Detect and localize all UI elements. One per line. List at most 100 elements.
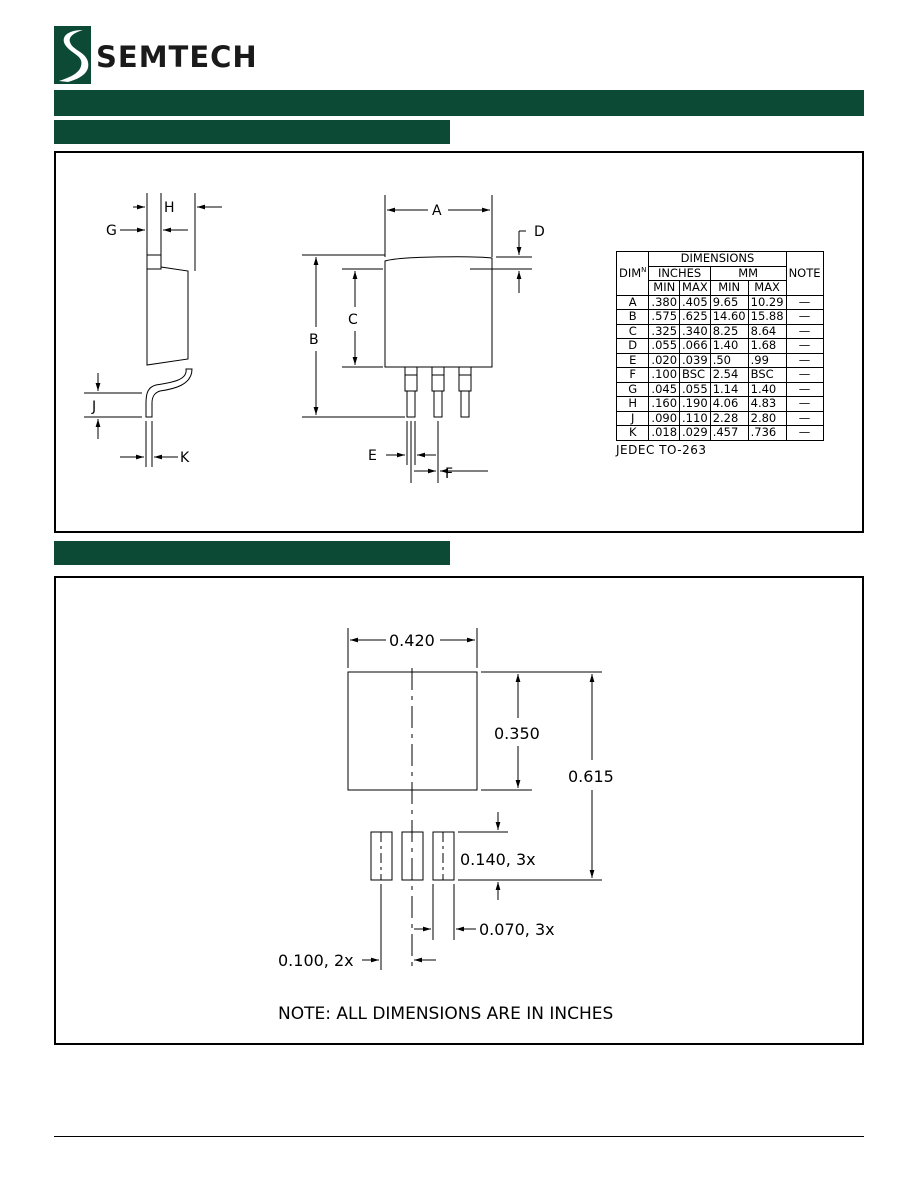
section-band-outline — [54, 120, 450, 144]
section-band-land-pattern — [54, 541, 450, 565]
table-cell-note: — — [785, 396, 824, 412]
table-cell-in-max: BSC — [679, 367, 711, 383]
outline-drawing: G H J K — [84, 193, 545, 483]
header-band — [54, 90, 864, 116]
table-cell-note: — — [785, 352, 824, 368]
table-cell-dim: B — [615, 309, 650, 325]
table-cell-mm-min: 9.65 — [709, 294, 749, 310]
footer-rule — [54, 1136, 864, 1137]
sub-header: MIN — [709, 280, 749, 296]
table-cell-dim: H — [615, 396, 650, 412]
table-cell-in-max: .055 — [679, 381, 711, 397]
table-cell-in-min: .575 — [648, 309, 681, 325]
inches-header: INCHES — [648, 265, 711, 281]
dim-label-b: B — [309, 332, 319, 348]
lead-length-label: 0.140, 3x — [460, 850, 536, 869]
table-cell-mm-min: 8.25 — [709, 323, 749, 339]
table-cell-in-max: .340 — [679, 323, 711, 339]
logo-mark — [54, 26, 91, 84]
sub-header: MAX — [679, 280, 711, 296]
mm-header: MM — [709, 265, 787, 281]
sub-header: MAX — [747, 280, 787, 296]
table-cell-mm-min: 2.28 — [709, 410, 749, 426]
dim-label-j: J — [91, 399, 96, 415]
table-cell-note: — — [785, 309, 824, 325]
table-cell-in-min: .055 — [648, 338, 681, 354]
note-header: NOTE — [785, 251, 824, 296]
total-height-label: 0.615 — [568, 767, 614, 786]
dim-label-e: E — [368, 448, 377, 464]
dim-label-a: A — [432, 203, 442, 219]
table-cell-mm-max: 15.88 — [747, 309, 787, 325]
table-cell-in-max: .625 — [679, 309, 711, 325]
package-standard-label: JEDEC TO-263 — [616, 443, 707, 457]
table-title: DIMENSIONS — [648, 251, 787, 267]
table-cell-mm-min: 2.54 — [709, 367, 749, 383]
table-cell-in-min: .100 — [648, 367, 681, 383]
table-cell-mm-max: .736 — [747, 425, 787, 441]
table-row: K.018.029.457.736— — [615, 425, 824, 441]
table-cell-mm-max: 8.64 — [747, 323, 787, 339]
outline-drawing-panel: G H J K — [54, 151, 864, 533]
dim-label-h: H — [164, 200, 175, 216]
table-cell-in-min: .380 — [648, 294, 681, 310]
table-cell-mm-max: 10.29 — [747, 294, 787, 310]
dim-label-g: G — [106, 223, 117, 239]
table-cell-mm-max: BSC — [747, 367, 787, 383]
table-cell-dim: J — [615, 410, 650, 426]
table-cell-mm-max: 4.83 — [747, 396, 787, 412]
logo-wordmark: SEMTECH — [96, 40, 258, 74]
lead-width-label: 0.070, 3x — [479, 920, 555, 939]
lead-pad-2 — [401, 831, 424, 881]
dim-label-c: C — [348, 312, 358, 328]
logo-s-swoosh — [59, 30, 89, 82]
land-pattern-drawing: 0.420 0.350 0.615 0.140, 3x 0.070, 3x 0.… — [278, 628, 614, 1024]
table-cell-note: — — [785, 338, 824, 354]
table-cell-mm-min: 14.60 — [709, 309, 749, 325]
table-cell-mm-max: 1.68 — [747, 338, 787, 354]
table-cell-note: — — [785, 367, 824, 383]
table-cell-in-max: .039 — [679, 352, 711, 368]
table-cell-in-max: .405 — [679, 294, 711, 310]
table-cell-dim: G — [615, 381, 650, 397]
table-cell-in-max: .066 — [679, 338, 711, 354]
table-cell-mm-max: .99 — [747, 352, 787, 368]
table-cell-mm-max: 2.80 — [747, 410, 787, 426]
table-cell-note: — — [785, 410, 824, 426]
table-cell-in-max: .110 — [679, 410, 711, 426]
table-cell-dim: K — [615, 425, 650, 441]
side-view: G H J K — [84, 193, 222, 467]
units-note: NOTE: ALL DIMENSIONS ARE IN INCHES — [278, 1004, 613, 1024]
table-cell-in-min: .020 — [648, 352, 681, 368]
table-cell-dim: E — [615, 352, 650, 368]
table-cell-mm-min: 4.06 — [709, 396, 749, 412]
table-cell-in-min: .018 — [648, 425, 681, 441]
table-cell-dim: A — [615, 294, 650, 310]
width-label: 0.420 — [389, 631, 435, 650]
table-cell-mm-min: 1.14 — [709, 381, 749, 397]
dimensions-table: DIMN DIMENSIONS NOTE INCHES MM MIN MAX M… — [615, 251, 824, 441]
dim-header-cell: DIMN — [615, 251, 650, 296]
table-cell-note: — — [785, 381, 824, 397]
dim-label-f: F — [445, 466, 453, 482]
land-pattern-panel: 0.420 0.350 0.615 0.140, 3x 0.070, 3x 0.… — [54, 576, 864, 1045]
table-cell-in-max: .029 — [679, 425, 711, 441]
pitch-label: 0.100, 2x — [278, 951, 354, 970]
table-row: E.020.039.50.99— — [615, 352, 824, 368]
table-cell-note: — — [785, 425, 824, 441]
table-cell-note: — — [785, 294, 824, 310]
table-cell-dim: D — [615, 338, 650, 354]
semtech-logo: SEMTECH — [54, 26, 258, 84]
table-cell-in-min: .045 — [648, 381, 681, 397]
table-cell-dim: F — [615, 367, 650, 383]
table-cell-mm-min: 1.40 — [709, 338, 749, 354]
pad-height-label: 0.350 — [494, 724, 540, 743]
table-cell-in-min: .090 — [648, 410, 681, 426]
